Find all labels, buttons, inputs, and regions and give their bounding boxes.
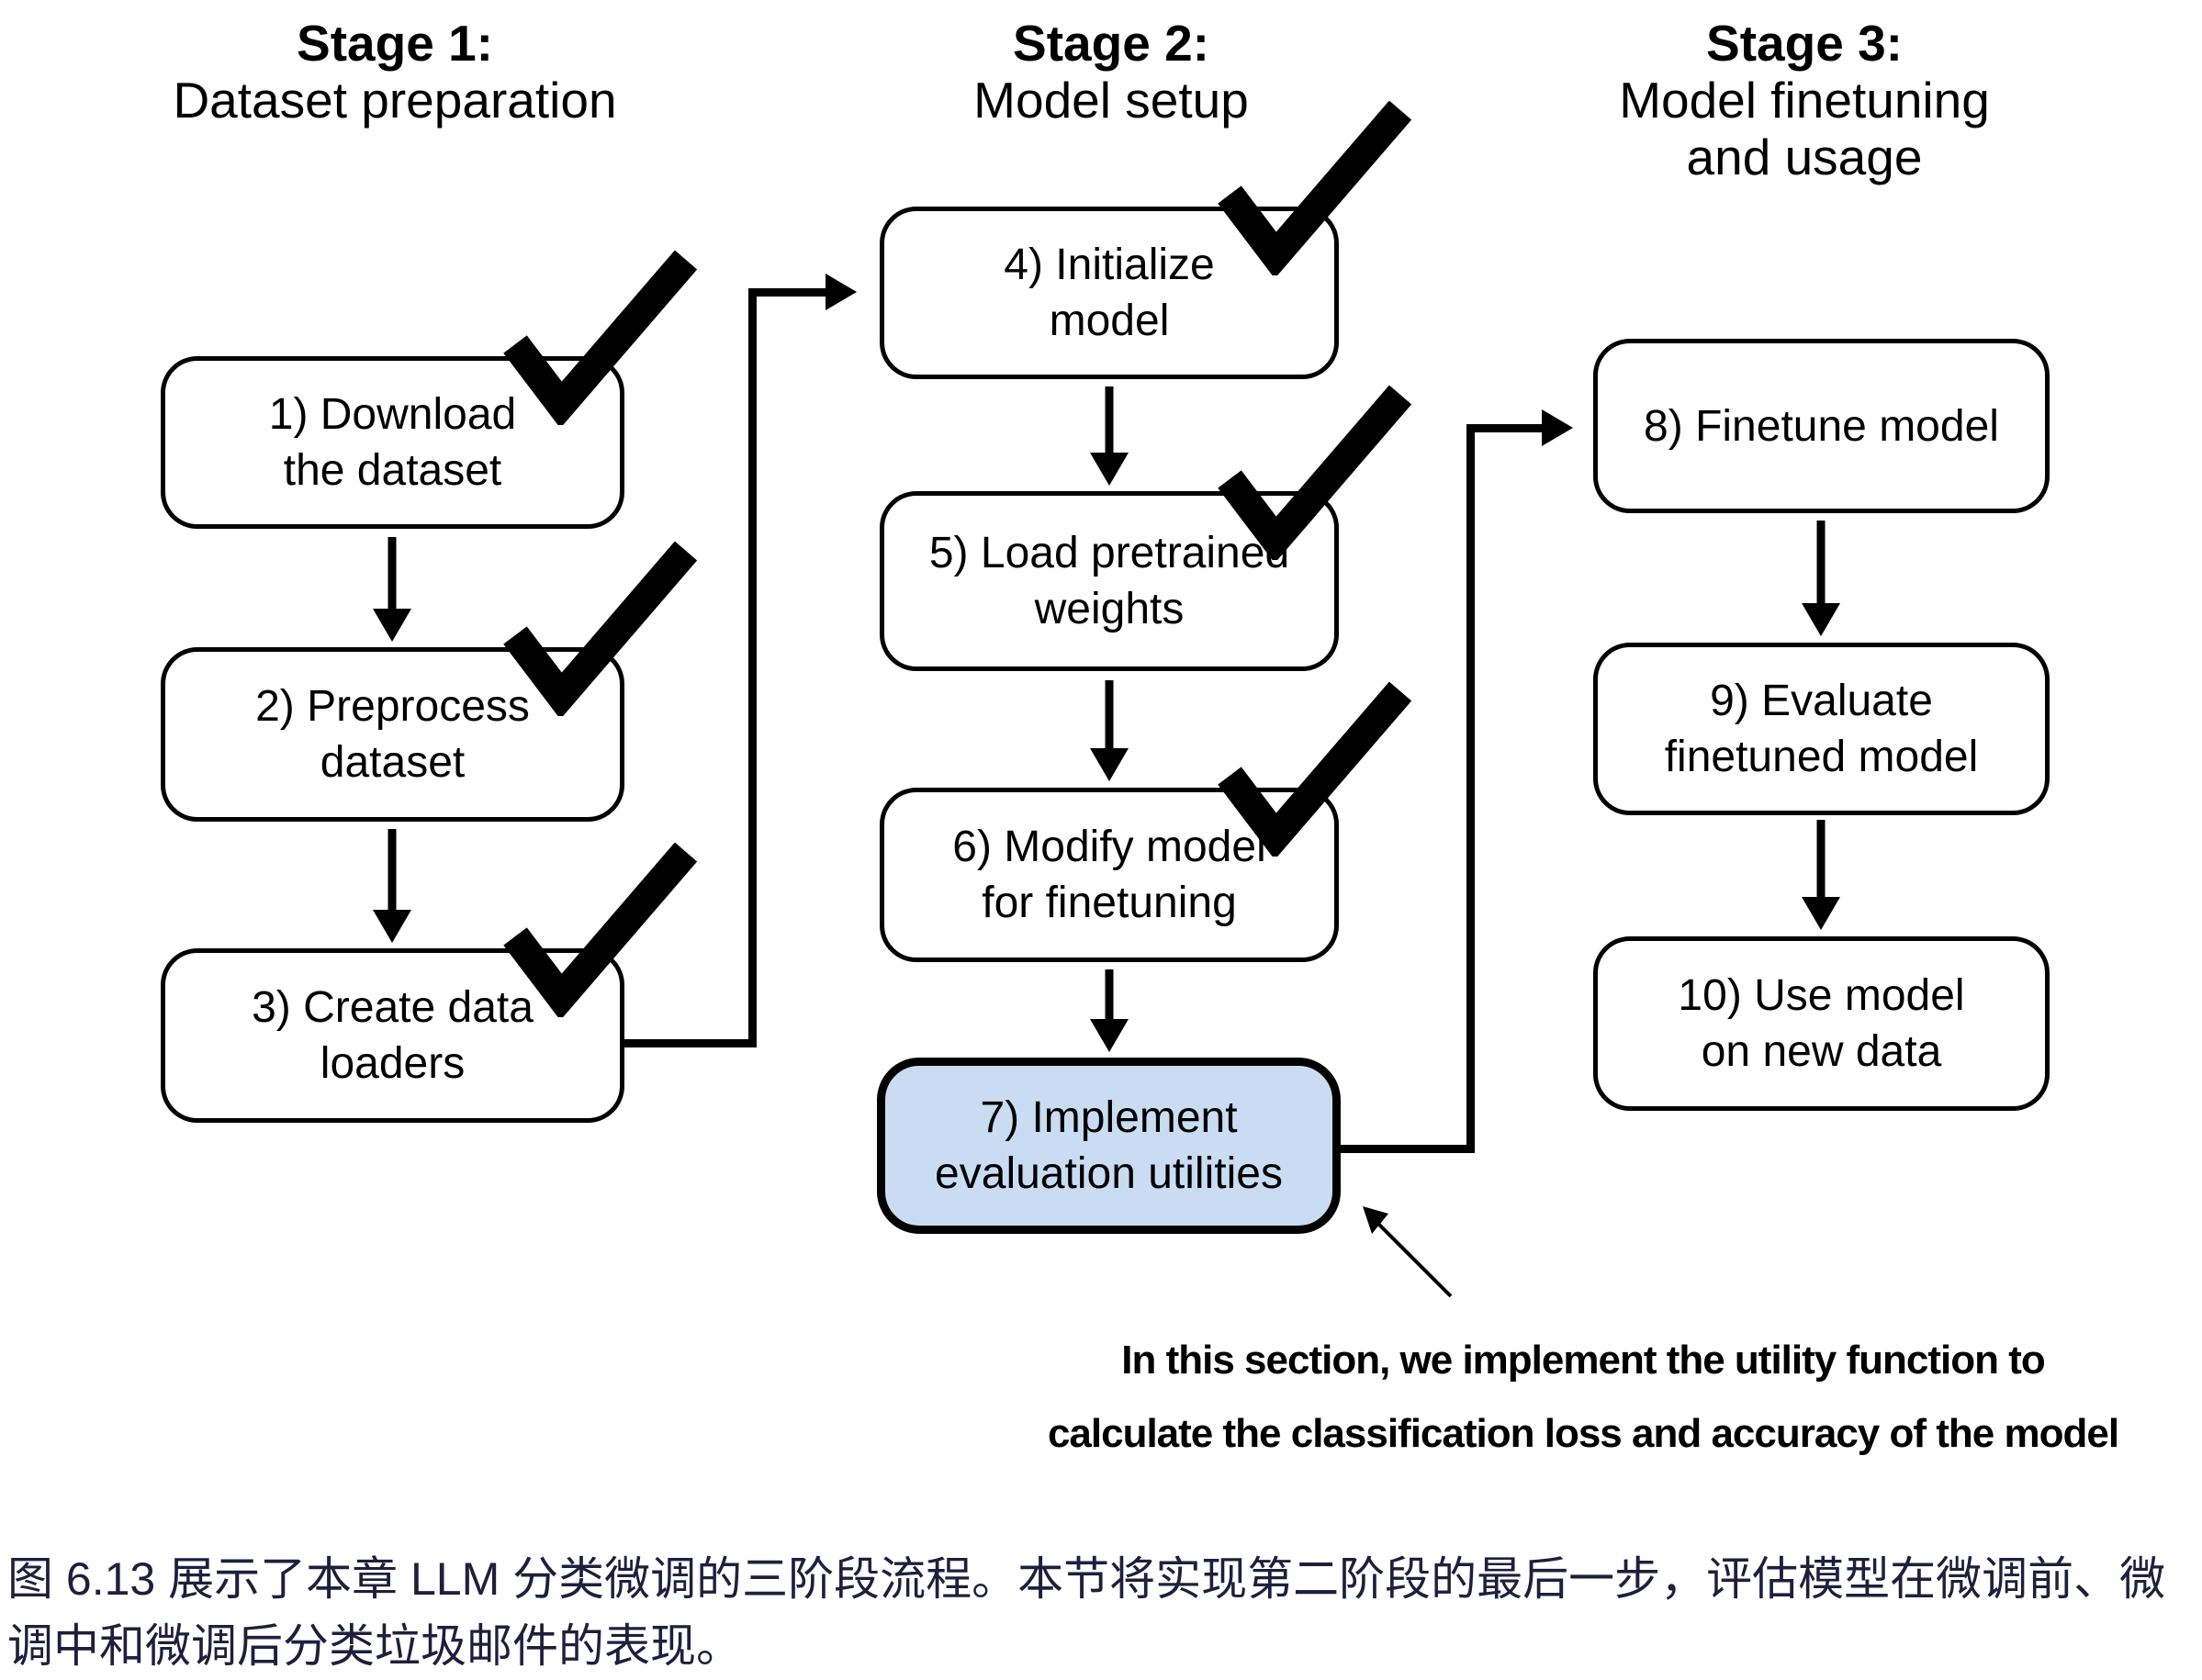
annotation-line-2: calculate the classification loss and ac… [1047, 1411, 2119, 1456]
arrow-down-icon [1089, 969, 1129, 1052]
stage-1-header: Stage 1: Dataset preparation [119, 15, 670, 129]
box-label-line: 6) Modify model [952, 823, 1266, 871]
flow-box-6-modify-model: 6) Modify model for finetuning [880, 682, 1411, 962]
arrow-down-icon [1089, 386, 1129, 486]
arrow-down-icon [1089, 680, 1129, 781]
box-label-line: finetuned model [1664, 733, 1979, 781]
flow-box-7-implement-evaluation-utilities: 7) Implement evaluation utilities [877, 1058, 1341, 1234]
box-label-line: 5) Load pretrained [928, 529, 1290, 577]
flow-box-9-evaluate-finetuned-model: 9) Evaluate finetuned model [1593, 643, 2050, 815]
checkmark-icon [502, 542, 697, 716]
caption-line-2: 调中和微调后分类垃圾邮件的表现。 [7, 1620, 742, 1672]
arrow-right-icon [826, 274, 857, 310]
flow-box-4-initialize-model: 4) Initialize model [880, 101, 1411, 379]
caption-line-1: 图 6.13 展示了本章 LLM 分类微调的三阶段流程。本节将实现第二阶段的最后… [7, 1553, 2166, 1605]
checkmark-icon [1217, 682, 1411, 857]
annotation-line-1: In this section, we implement the utilit… [1121, 1338, 2046, 1383]
box-label-line: 1) Download [268, 390, 517, 439]
box-label-line: loaders [320, 1039, 466, 1088]
arrow-right-icon [1542, 409, 1573, 446]
box-label-line: 2) Preprocess [255, 682, 530, 731]
box-label-line: 3) Create data [252, 983, 534, 1032]
checkmark-icon [1217, 101, 1411, 275]
annotation-arrow-icon [1363, 1206, 1453, 1298]
flow-box-2-preprocess-dataset: 2) Preprocess dataset [161, 542, 697, 822]
annotation-text: In this section, we implement the utilit… [964, 1324, 2202, 1471]
box-label-line: dataset [320, 738, 466, 787]
checkmark-icon [502, 251, 697, 425]
box-label-line: 10) Use model [1678, 971, 1965, 1020]
box-label-line: the dataset [283, 446, 502, 495]
stage-3-subtitle: Model finetuning [1619, 72, 1990, 129]
box-label-line: model [1049, 297, 1170, 345]
box-label-line: for finetuning [982, 879, 1237, 927]
figure-caption: 图 6.13 展示了本章 LLM 分类微调的三阶段流程。本节将实现第二阶段的最后… [7, 1546, 2200, 1680]
flow-box-10-use-model-new-data: 10) Use model on new data [1593, 936, 2050, 1111]
arrow-down-icon [372, 537, 412, 642]
stage-2-subtitle: Model setup [973, 72, 1249, 129]
stage-2-title: Stage 2: [1013, 15, 1209, 72]
checkmark-icon [502, 843, 697, 1017]
checkmark-icon [1217, 386, 1411, 560]
stage-1-subtitle: Dataset preparation [173, 72, 617, 129]
stage-1-title: Stage 1: [297, 15, 493, 72]
stage-3-subtitle-2: and usage [1686, 129, 1923, 185]
stage-3-header: Stage 3: Model finetuning and usage [1534, 15, 2075, 185]
flow-box-8-finetune-model: 8) Finetune model [1593, 339, 2050, 513]
box-label-line: evaluation utilities [935, 1149, 1283, 1198]
arrow-down-icon [1801, 820, 1841, 930]
box-label-line: 8) Finetune model [1644, 401, 1999, 451]
stage-3-title: Stage 3: [1706, 15, 1903, 72]
flow-box-5-load-pretrained-weights: 5) Load pretrained weights [880, 386, 1411, 671]
flow-box-1-download-dataset: 1) Download the dataset [161, 251, 697, 529]
stage-2-header: Stage 2: Model setup [836, 15, 1387, 129]
flow-box-3-create-data-loaders: 3) Create data loaders [161, 843, 697, 1123]
box-label-line: 9) Evaluate [1710, 677, 1933, 725]
box-label-line: on new data [1701, 1027, 1942, 1076]
box-label-line: 4) Initialize [1004, 241, 1215, 289]
arrow-down-icon [372, 829, 412, 943]
box-label-line: weights [1034, 585, 1185, 633]
arrow-down-icon [1801, 521, 1841, 636]
box-label-line: 7) Implement [980, 1093, 1238, 1142]
